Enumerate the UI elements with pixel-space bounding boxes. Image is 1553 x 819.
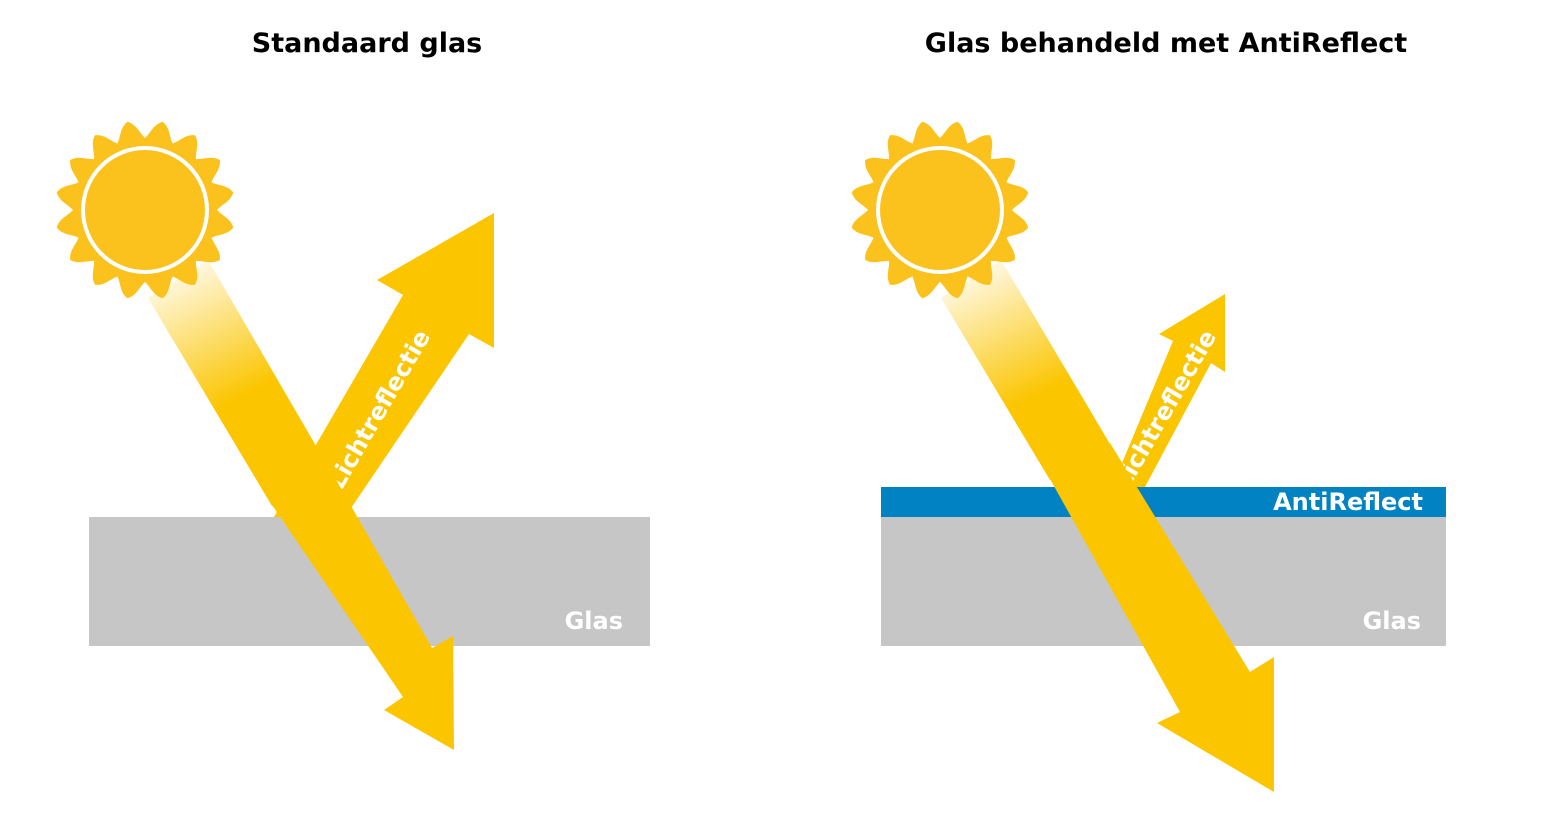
panel-title-antireflect: Glas behandeld met AntiReflect [924,28,1408,59]
glass-label: Glas [565,607,623,635]
reflected-light-arrow [274,213,494,517]
panel-standard: Glas Lichtreflectie [56,121,650,750]
panel-title-standard: Standaard glas [251,28,483,59]
transmitted-light-arrow [272,469,454,750]
reflected-light-arrow [1112,294,1225,487]
sun-disc [85,150,205,270]
transmitted-light-arrow [1050,443,1274,792]
incident-light-beam [941,260,1110,480]
coating-label: AntiReflect [1273,488,1423,516]
sun-icon [851,121,1029,299]
antireflect-coating [881,487,1446,517]
sun-disc [880,150,1000,270]
panel-antireflect: AntiReflect Glas Lichtreflectie [851,121,1446,792]
sun-icon [56,121,234,299]
incident-light-beam [148,260,330,506]
glass-label: Glas [1363,607,1421,635]
